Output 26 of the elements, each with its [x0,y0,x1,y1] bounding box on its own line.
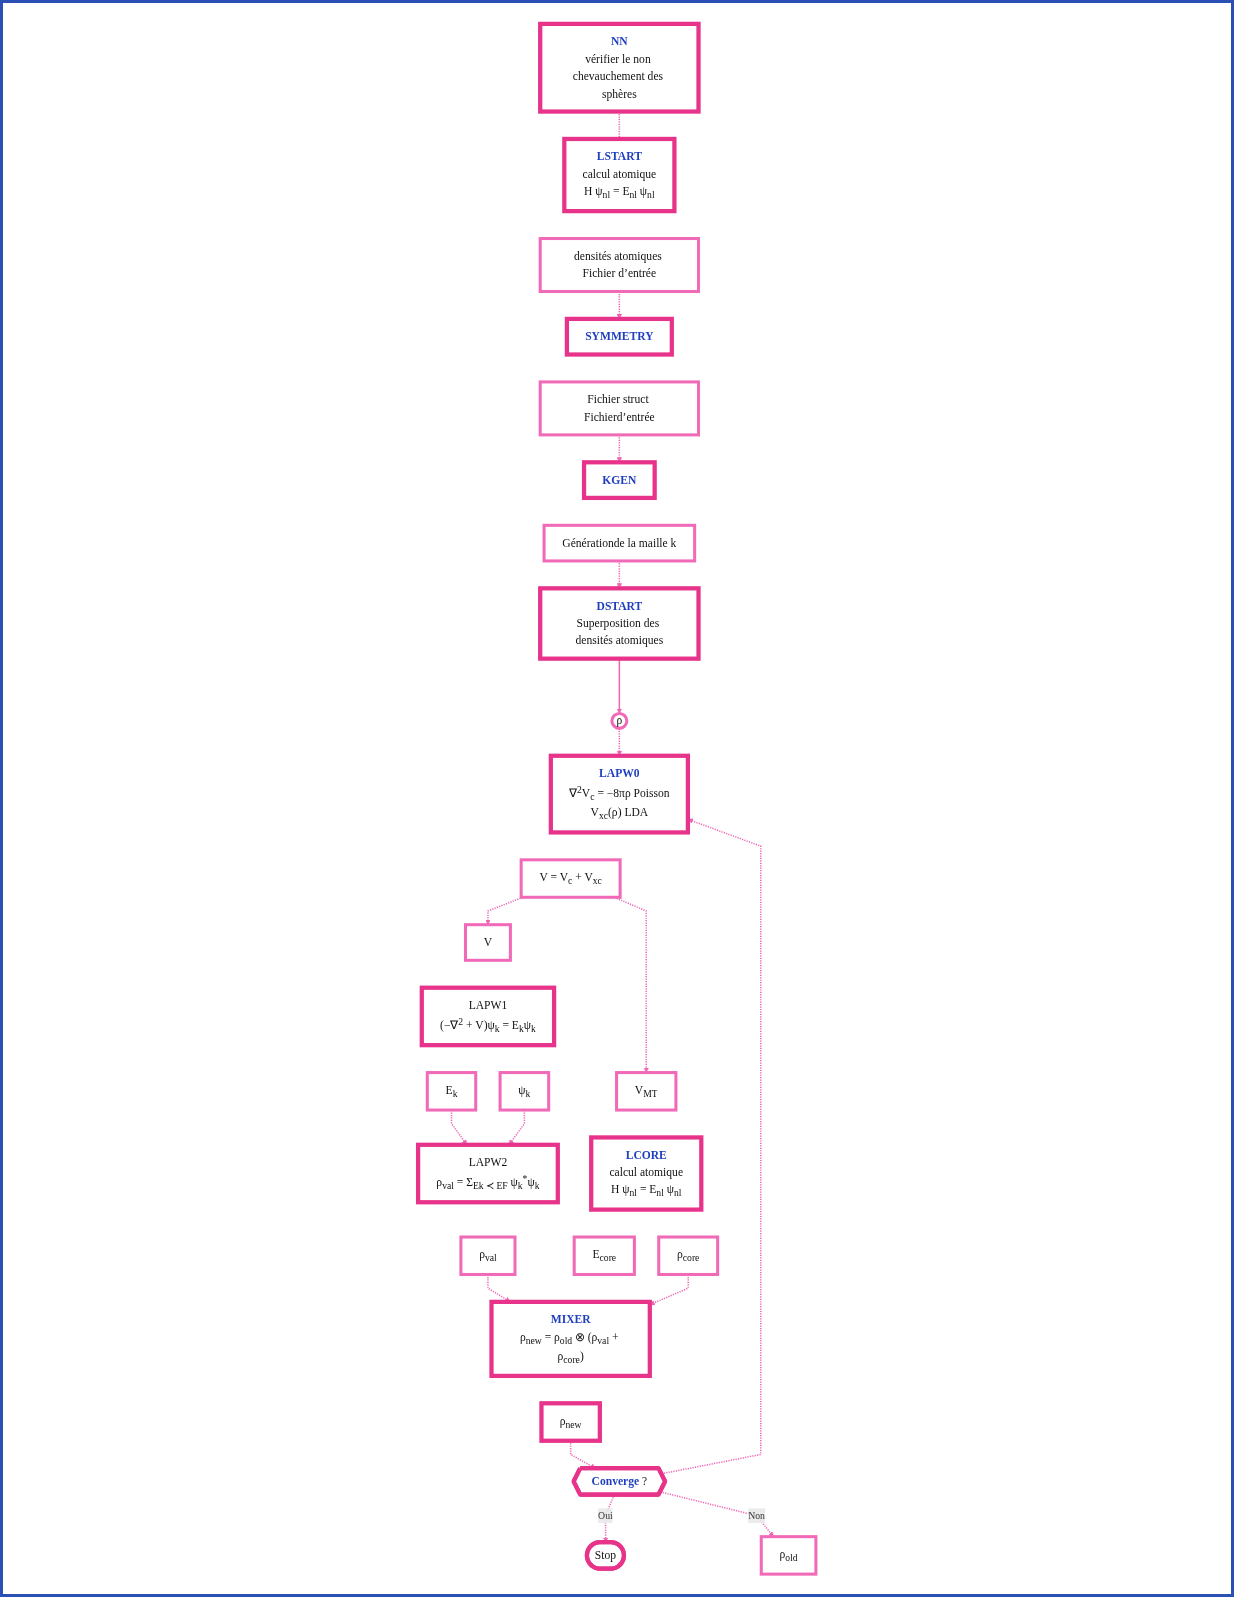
node-box: LAPW1 (−∇$^{2}$ + V)ψ$_{k}$ = E$_{k}$ψ$_{k}$ [419,985,557,1047]
node-box: ρ$_{core}$ [657,1235,720,1276]
node-box: ρ$_{val}$ [459,1235,517,1276]
node-box: V [464,922,512,962]
node-box: NN vérifier le non chevauchement des sphères [538,21,701,114]
node-circle: ρ [610,711,629,730]
node-box: LAPW2 ρ$_{val}$ = Σ$_{Ek ≺ EF}$ ψ$_{k}$$^{*}$ψ$_{k}$ [415,1142,560,1204]
node-box: ρ$_{old}$ [759,1534,818,1576]
node-box: densités atomiques Fichier d’entrée [538,236,701,293]
node-box: E$_{k}$ [425,1070,478,1112]
node-box: ρ$_{new}$ [539,1400,602,1443]
node-box: LAPW0 ∇$^{2}$V$_{c}$ = −8πρ Poisson V$_{xc}$(ρ) LDA [548,753,690,835]
node-box: MIXER ρ$_{new}$ = ρ$_{old}$ ⊗ (ρ$_{val}$ + ρ$_{core}$) [489,1299,652,1378]
node-box: LSTART calcul atomique H ψ$_{nl}$ = E$_{nl}$ ψ$_{nl}$ [562,136,677,213]
node-box: Générationde la maille k [542,523,697,562]
node-box: E$_{core}$ [572,1235,636,1276]
node-box: LCORE calcul atomique H ψ$_{nl}$ = E$_{nl}$ ψ$_{nl}$ [589,1134,704,1212]
node-box: KGEN [581,459,657,500]
edge-label: Non [748,1509,765,1521]
node-box: SYMMETRY [564,316,674,357]
node-box: DSTART Superposition des densités atomiques [538,585,701,661]
node-box: V = V$_{c}$ + V$_{xc}$ [519,857,622,899]
node-box: V$_{MT}$ [615,1070,678,1112]
edge-label: Oui [598,1509,613,1521]
node-box: Fichier struct Fichierd’entrée [538,379,701,436]
node-box: ψ$_{k}$ [498,1070,551,1112]
